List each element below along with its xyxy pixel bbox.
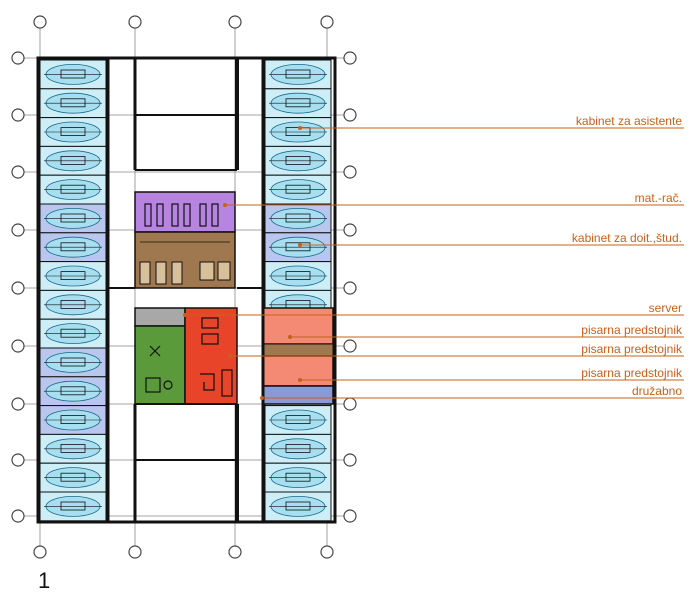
office-cell (39, 117, 107, 147)
grid-bubble (11, 339, 25, 353)
grid-bubble (11, 397, 25, 411)
leader-dot (298, 126, 302, 130)
office-cell (264, 59, 332, 90)
office-cell (264, 405, 332, 435)
room-label-leaders: kabinet za asistente mat.-rač. kabinet za … (183, 114, 684, 400)
office-cell (264, 491, 332, 522)
office-cell (264, 433, 332, 464)
grid-bubble (128, 15, 142, 29)
office-cell (264, 462, 332, 493)
leader-dot (228, 354, 232, 358)
grid-bubble (320, 15, 334, 29)
office-cell (264, 174, 332, 205)
office-cell (39, 203, 107, 234)
leader-dot (223, 203, 227, 207)
grid-bubble (11, 108, 25, 122)
grid-bubble (128, 545, 142, 559)
office-cell (39, 347, 107, 378)
right-office-strip (264, 59, 332, 522)
room-server (134, 307, 186, 327)
leader-dot (298, 243, 302, 247)
grid-bubble (343, 509, 357, 523)
room-label: server (649, 301, 682, 315)
grid-bubbles (11, 15, 357, 559)
room-label: družabno (632, 384, 682, 398)
grid-bubble (343, 339, 357, 353)
office-cell (264, 232, 332, 263)
leader-dot (288, 335, 292, 339)
office-cell (39, 376, 107, 407)
office-cell (264, 203, 332, 234)
room-label: pisarna predstojnik (581, 323, 683, 337)
office-cell (39, 232, 107, 263)
office-cell (39, 433, 107, 464)
grid-bubble (343, 453, 357, 467)
grid-bubble (343, 223, 357, 237)
office-cell (39, 405, 107, 435)
room-label: pisarna predstojnik (581, 366, 683, 380)
grid-bubble (11, 281, 25, 295)
walls (36, 56, 337, 524)
leader-dot (260, 396, 264, 400)
office-cell (39, 491, 107, 522)
grid-bubble (343, 51, 357, 65)
grid-bubble (11, 51, 25, 65)
grid-bubble (228, 15, 242, 29)
core-rooms (134, 191, 238, 405)
room-label: kabinet za doit.,štud. (572, 231, 682, 245)
office-cell (39, 88, 107, 119)
grid-bubble (11, 509, 25, 523)
grid-bubble (11, 223, 25, 237)
grid-bubble (343, 281, 357, 295)
office-cell (39, 145, 107, 176)
office-cell (39, 318, 107, 349)
plan-number: 1 (38, 568, 50, 593)
office-cell (264, 117, 332, 147)
lounge-furniture (145, 345, 173, 393)
room-label: mat.-rač. (635, 191, 682, 205)
grid-bubble (320, 545, 334, 559)
grid-bubble (11, 453, 25, 467)
grid-bubble (11, 165, 25, 179)
grid-bubble (343, 108, 357, 122)
office-cell (39, 289, 107, 320)
grid-bubble (343, 397, 357, 411)
left-office-strip (39, 59, 107, 522)
grid-bubble (343, 165, 357, 179)
office-cell (39, 462, 107, 493)
grid-bubble (33, 545, 47, 559)
office-cell (264, 145, 332, 176)
office-cell (264, 261, 332, 291)
office-cell (264, 88, 332, 119)
head-office-furniture (200, 317, 233, 397)
room-label: pisarna predstojnik (581, 342, 683, 356)
office-cell (39, 261, 107, 291)
office-cell (39, 59, 107, 90)
grid-bubble (33, 15, 47, 29)
office-cell (39, 174, 107, 205)
computer-desks (144, 203, 219, 227)
room-label: kabinet za asistente (576, 114, 682, 128)
brown-room-furniture (139, 241, 231, 285)
leader-dot (298, 378, 302, 382)
right-colored-offices (262, 307, 334, 405)
leader-dot (183, 313, 187, 317)
grid-bubble (228, 545, 242, 559)
